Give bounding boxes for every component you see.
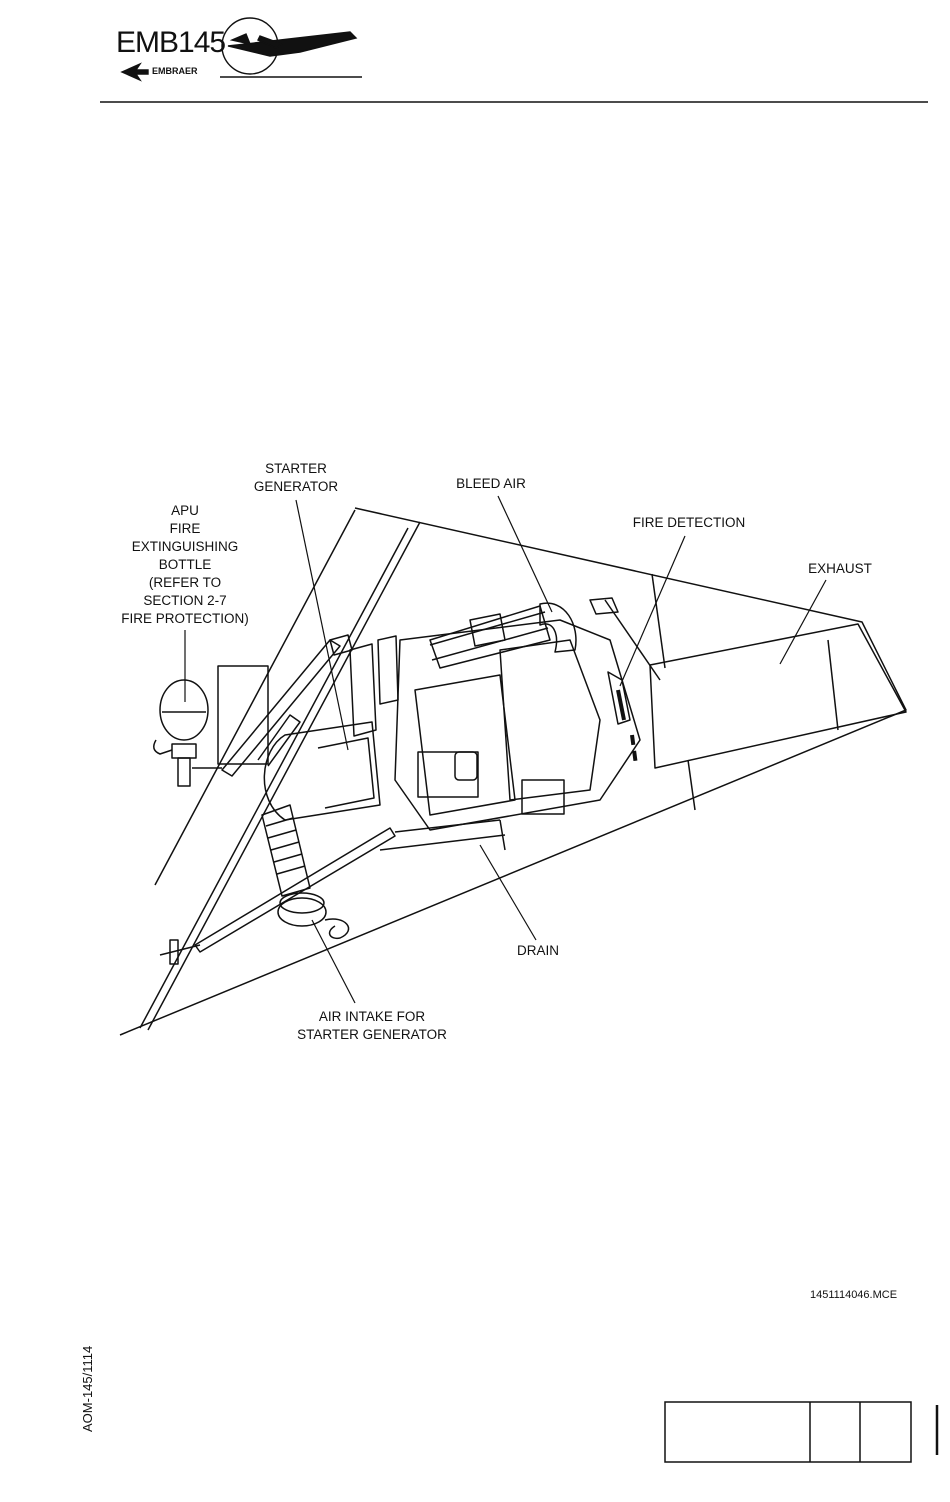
label-fire-detection: FIRE DETECTION [620, 514, 758, 532]
figure-reference-code: 1451114046.MCE [810, 1289, 897, 1301]
document-id: AOM-145/1114 [80, 1346, 95, 1432]
label-apu-fire-bottle: APU FIRE EXTINGUISHING BOTTLE (REFER TO … [110, 502, 260, 628]
label-exhaust: EXHAUST [798, 560, 882, 578]
leader-exhaust [780, 580, 826, 664]
label-starter-generator: STARTER GENERATOR [244, 460, 348, 496]
label-drain: DRAIN [506, 942, 570, 960]
leader-air-intake [312, 920, 355, 1003]
leader-fire-detection [620, 536, 685, 686]
leader-bleed-air [498, 496, 552, 612]
revision-table [665, 1402, 937, 1462]
leader-lines [185, 496, 826, 1003]
leader-drain [480, 845, 536, 940]
label-bleed-air: BLEED AIR [436, 475, 546, 493]
embraer-logo-icon [122, 18, 362, 80]
label-air-intake: AIR INTAKE FOR STARTER GENERATOR [282, 1008, 462, 1044]
